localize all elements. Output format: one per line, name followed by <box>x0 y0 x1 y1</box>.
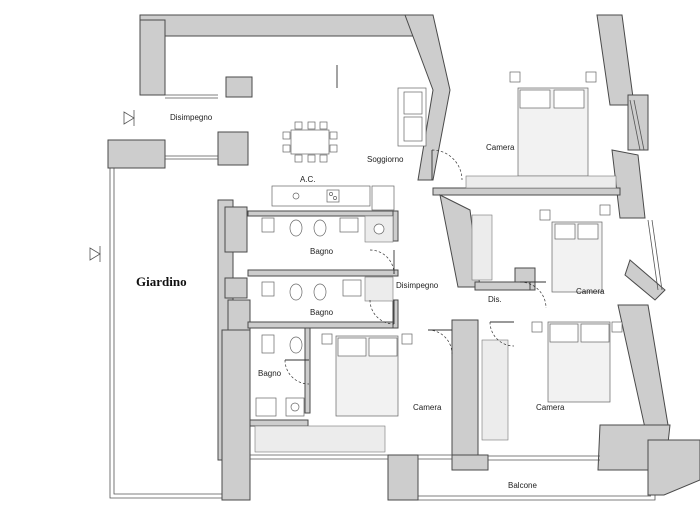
label-camera-mid-right: Camera <box>576 287 605 296</box>
dining-table <box>282 121 338 163</box>
label-ac: A.C. <box>300 175 316 184</box>
beds <box>254 71 623 453</box>
label-bagno-2: Bagno <box>310 308 334 317</box>
entry-arrow-icon <box>123 110 135 126</box>
label-camera-top-right: Camera <box>486 143 515 152</box>
garden-outline <box>109 168 222 499</box>
label-soggiorno: Soggiorno <box>367 155 404 164</box>
walls <box>107 14 700 501</box>
entry-arrow-icon <box>89 246 101 262</box>
bathroom-fixtures <box>255 215 394 417</box>
label-bagno-3: Bagno <box>258 369 282 378</box>
label-balcone: Balcone <box>508 481 537 490</box>
doors <box>284 65 547 385</box>
label-bagno-1: Bagno <box>310 247 334 256</box>
sofa <box>397 87 427 147</box>
kitchen-counter <box>271 185 395 211</box>
label-disimpegno-top: Disimpegno <box>170 113 213 122</box>
label-camera-bottom-mid: Camera <box>413 403 442 412</box>
window-lines <box>165 94 663 461</box>
label-giardino: Giardino <box>136 274 187 289</box>
label-disimpegno-mid: Disimpegno <box>396 281 439 290</box>
label-camera-bottom-right: Camera <box>536 403 565 412</box>
label-dis: Dis. <box>488 295 502 304</box>
